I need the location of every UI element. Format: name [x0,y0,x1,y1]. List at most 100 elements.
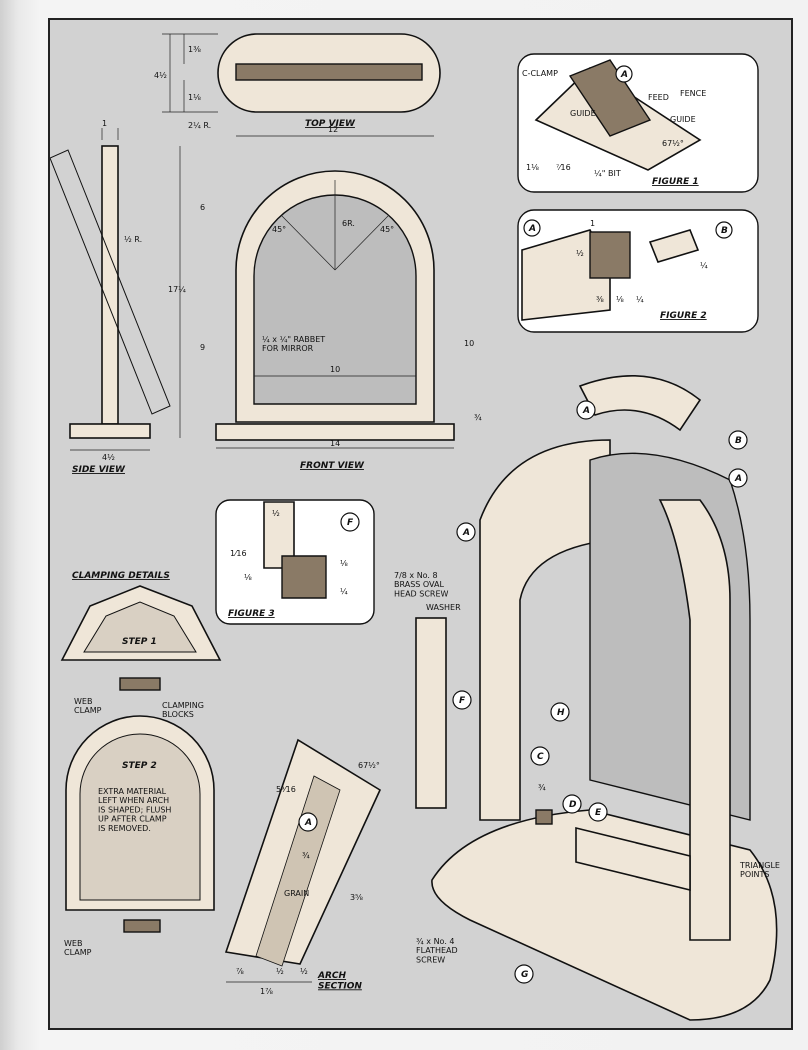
dim-top-b: 1⅛ [188,93,201,102]
dim-angle-left: 45° [272,225,286,234]
callout-guide-left: GUIDE [570,109,596,118]
callout-fence: FENCE [680,89,706,98]
dim-fig3-eighth-left: ⅛ [244,573,252,582]
front-view-title: FRONT VIEW [300,461,365,471]
figure-2-title: FIGURE 2 [660,311,707,321]
figure-3: F ½ 1⁄16 ⅛ ⅛ ¼ FIGURE 3 [215,499,375,625]
arch-section-part-a-letter: A [304,818,312,828]
dim-angle-right: 45° [380,225,394,234]
dim-fig3-quarter: ¼ [340,587,348,596]
dim-fig2-c: ⅛ [616,295,624,304]
dim-sec-b2: ½ [300,967,308,976]
figure-2-part-b-marker [715,221,733,239]
assembly-part-a-left-letter: A [462,528,470,538]
plan-drawing: 4½ 1⅜ 1⅛ 2¼ R. TOP VIEW 1 17¼ ½ R. 4½ SI… [49,33,780,1021]
assembly-left-arch [479,439,611,821]
figure-1-title: FIGURE 1 [652,177,699,187]
dim-fig1-b: ⁷⁄16 [556,163,571,172]
assembly-part-c-marker [530,746,550,766]
dim-front-radius: 6R. [342,219,355,228]
figure-2-spline [648,229,700,263]
arch-section-rabbet [255,775,341,967]
figure-1-part-a-marker [615,65,633,83]
assembly-part-d-marker [562,794,582,814]
dim-base-thickness: ¾ [474,413,482,422]
dim-sec-angle: 67½° [358,761,380,770]
dim-fig1-a: 1⅛ [526,163,539,172]
clamping-title: CLAMPING DETAILS [72,571,170,581]
dim-fig2-b: ⅜ [596,295,604,304]
front-view: 12 6 6R. 45° 45° 9 10 10 ¾ 14 FRONT VIEW… [200,125,482,471]
dim-front-inner-w: 10 [330,365,340,374]
dim-fig2-top: 1 [590,219,595,228]
assembly-right-arch [658,499,731,941]
figure-3-part-f-letter: F [347,518,354,528]
dim-base-width: 4½ [102,453,115,462]
drawing-sheet: 4½ 1⅜ 1⅛ 2¼ R. TOP VIEW 1 17¼ ½ R. 4½ SI… [48,18,793,1030]
top-view: 4½ 1⅜ 1⅛ 2¼ R. TOP VIEW [154,33,441,130]
assembly-part-h-letter: H [557,708,565,718]
callout-washer: WASHER [426,603,461,612]
figure-3-title: FIGURE 3 [228,609,275,619]
assembly-part-d-letter: D [569,800,577,810]
assembly-top-arch-piece [578,374,702,432]
figure-3-part-f-marker [340,512,360,532]
callout-guide-right: GUIDE [670,115,696,124]
figure-1-part-a-letter: A [620,70,628,80]
step1-label: STEP 1 [122,637,157,647]
step1-inner [83,601,197,653]
top-view-frame [235,63,423,81]
assembly-part-b-marker [728,430,748,450]
dim-fig3-half: ½ [272,509,280,518]
dim-sec-a: ⅞ [236,967,244,976]
assembly-part-h-marker [550,702,570,722]
assembly-part-f-letter: F [459,696,466,706]
dim-sec-total: 1⅞ [260,987,273,996]
step2-inner [79,733,201,901]
dim-top-a: 1⅜ [188,45,201,54]
assembly-upright-f [415,617,447,809]
figure-2-part-b-letter: B [721,226,728,236]
dim-assembly-three-quarter: ¾ [538,783,546,792]
assembly-part-a-top-marker [576,400,596,420]
figure-2-part-a-letter: A [528,224,536,234]
front-view-base [215,423,455,441]
top-view-title: TOP VIEW [305,119,356,129]
assembly-part-g-marker [514,964,534,984]
side-view-base [69,423,151,439]
dim-sec-three-quarter: ¾ [302,851,310,860]
side-view-tilt-outline [49,149,171,415]
callout-c-clamp: C-CLAMP [522,69,558,78]
figure-2-arch-piece [521,229,611,321]
step2-clamp [123,919,161,933]
dim-fig3-sixteenth: 1⁄16 [230,549,247,558]
dim-fig2-e: ¼ [700,261,708,270]
dim-side-radius: ½ R. [124,235,142,244]
dim-fig2-a: ½ [576,249,584,258]
figure-2-mortise-block [589,231,631,279]
front-view-mirror [253,194,417,405]
assembly-part-b-letter: B [735,436,742,446]
assembly-part-c-letter: C [537,752,544,762]
assembly-part-a-right-marker [728,468,748,488]
dim-sec-length: 5⁹⁄16 [276,785,296,794]
dim-front-arch: 6 [200,203,205,212]
figure-3-tenon [281,555,327,599]
callout-feed: FEED [648,93,669,102]
assembly-part-e [575,826,691,892]
callout-angle-fig1: 67½° [662,139,684,148]
dim-fig2-d: ¼ [636,295,644,304]
dim-total-height: 17¼ [168,285,186,294]
arch-section-part-a-marker [298,812,318,832]
dim-top-width: 4½ [154,71,167,80]
side-view-title: SIDE VIEW [72,465,126,475]
